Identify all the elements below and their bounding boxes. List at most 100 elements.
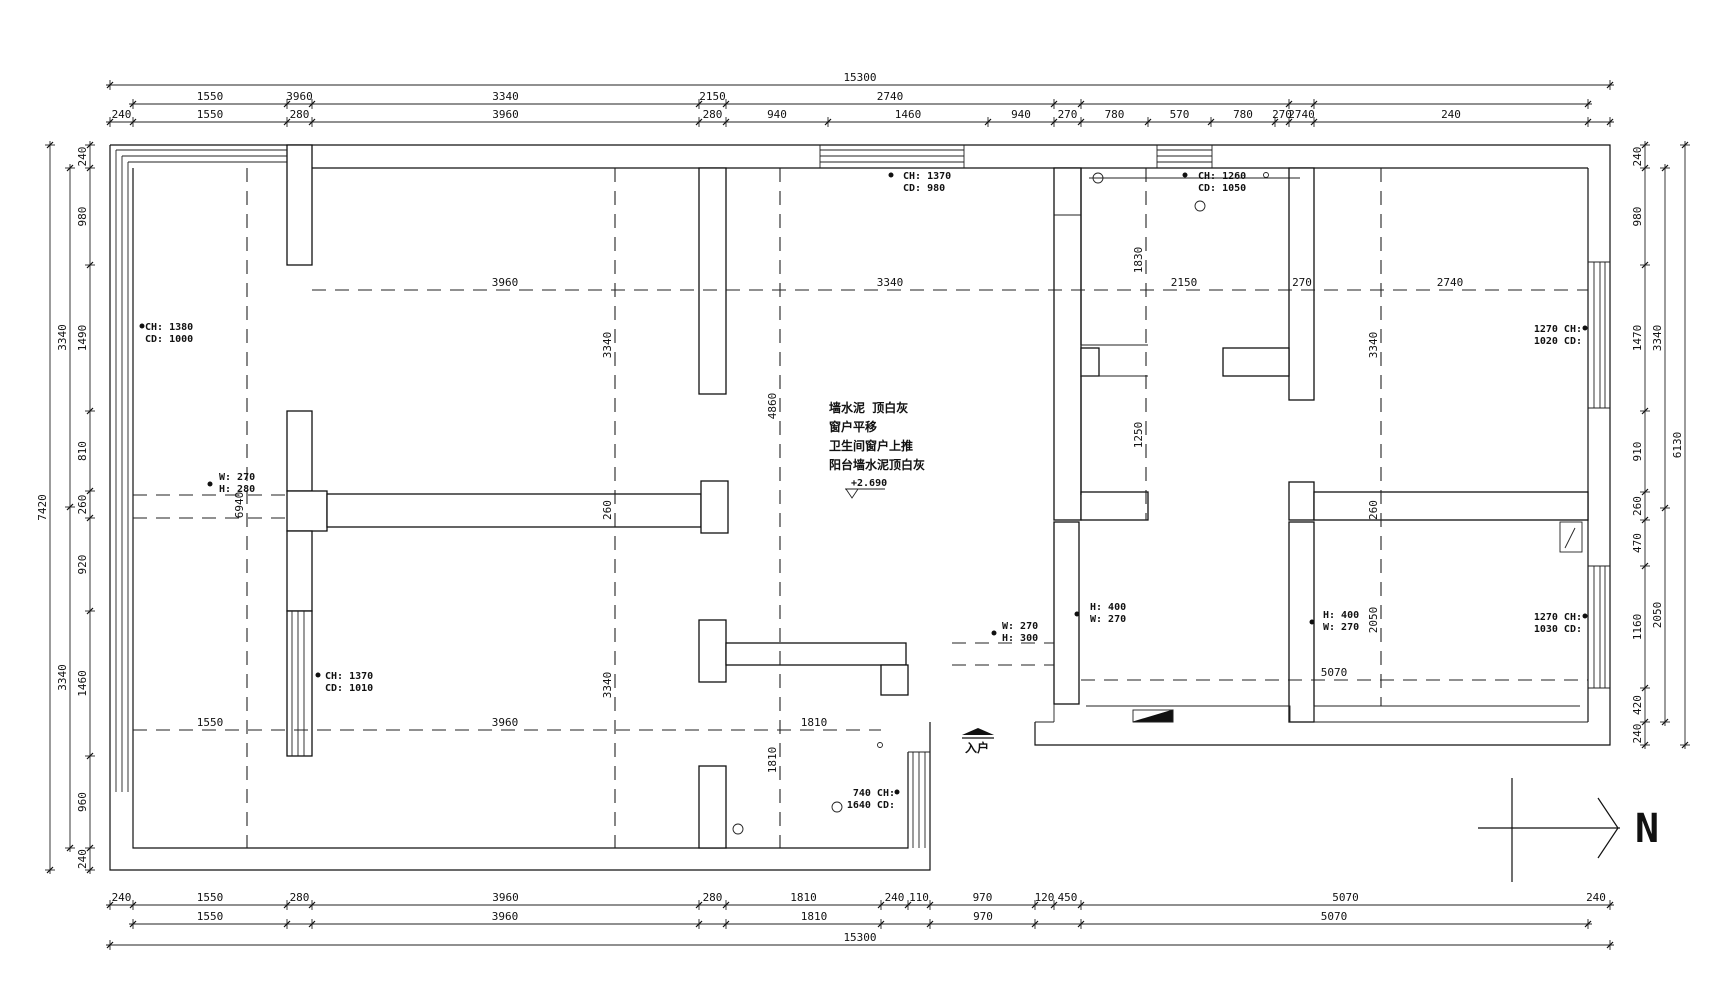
bottom-detail-dim: 240	[112, 891, 132, 904]
note-line: 窗户平移	[829, 419, 877, 434]
top-detail-dim: 270	[1272, 108, 1292, 121]
left-detail-dim: 960	[76, 792, 89, 812]
window-height-label: CH: 1380	[145, 322, 193, 333]
interior-dim: 6940	[233, 492, 246, 519]
bottom-span-dim: 970	[973, 910, 993, 923]
left-detail-dim: 260	[76, 495, 89, 515]
bottom-detail-dim: 280	[703, 891, 723, 904]
window-height-label: 1270 CH:	[1534, 612, 1582, 623]
top-detail-dim: 780	[1105, 108, 1125, 121]
left-detail-dim: 810	[76, 441, 89, 461]
top-span-dim: 2150	[699, 90, 726, 103]
window-depth-label: 1020 CD:	[1534, 336, 1582, 347]
window-height-label: 740 CH:	[853, 788, 895, 799]
interior-dim: 4860	[766, 393, 779, 420]
top-detail-dim: 240	[112, 108, 132, 121]
bottom-span-dim: 1810	[801, 910, 828, 923]
bottom-detail-dim: 970	[973, 891, 993, 904]
door-size-label: H: 400	[1090, 602, 1126, 613]
bottom-detail-dim: 240	[1586, 891, 1606, 904]
window-depth-label: CD: 1050	[1198, 183, 1246, 194]
bottom-detail-dim: 1550	[197, 891, 224, 904]
note-line: 卫生间窗户上推	[829, 438, 913, 453]
top-detail-dim: 1550	[197, 108, 224, 121]
left-detail-dim: 980	[76, 207, 89, 227]
right-total-dim: 6130	[1671, 432, 1684, 459]
door-size-label: W: 270	[1323, 622, 1359, 633]
interior-dim: 2150	[1171, 276, 1198, 289]
interior-dim: 2050	[1367, 607, 1380, 634]
window-height-label: CH: 1370	[325, 671, 373, 682]
right-span-dim: 3340	[1651, 325, 1664, 352]
door-size-label: H: 280	[219, 484, 255, 495]
top-span-dim: 1550	[197, 90, 224, 103]
door-size-label: H: 300	[1002, 633, 1038, 644]
interior-dim: 1550	[197, 716, 224, 729]
door-size-label: W: 270	[1002, 621, 1038, 632]
bottom-span-dim: 5070	[1321, 910, 1348, 923]
left-total-dim: 7420	[36, 494, 49, 521]
window-depth-label: CD: 980	[903, 183, 945, 194]
right-span-dim: 2050	[1651, 602, 1664, 629]
interior-dim: 1810	[766, 747, 779, 774]
interior-dim: 3960	[492, 716, 519, 729]
bottom-detail-dim: 120	[1035, 891, 1055, 904]
window-depth-label: CD: 1010	[325, 683, 373, 694]
interior-dim: 3340	[601, 332, 614, 359]
interior-dim: 3340	[601, 672, 614, 699]
north-label: N	[1635, 806, 1659, 852]
left-detail-dim: 1490	[76, 325, 89, 352]
window-height-label: 1270 CH:	[1534, 324, 1582, 335]
left-detail-dim: 920	[76, 555, 89, 575]
top-total-dim: 15300	[843, 71, 876, 84]
top-detail-dim: 280	[290, 108, 310, 121]
top-detail-dim: 2740	[1288, 108, 1315, 121]
interior-dim: 1830	[1132, 247, 1145, 274]
left-detail-dim: 1460	[76, 670, 89, 697]
interior-dim: 3340	[1367, 332, 1380, 359]
top-detail-dim: 270	[1058, 108, 1078, 121]
interior-dim: 1250	[1132, 422, 1145, 449]
door-size-label: W: 270	[1090, 614, 1126, 625]
right-detail-dim: 1470	[1631, 325, 1644, 352]
window-depth-label: 1030 CD:	[1534, 624, 1582, 635]
left-span-dim: 3340	[56, 664, 69, 691]
fixtures	[732, 172, 1583, 835]
wall-thickness-dim: 260	[601, 500, 614, 520]
window-height-label: CH: 1370	[903, 171, 951, 182]
top-detail-dim: 570	[1170, 108, 1190, 121]
outer-walls	[109, 144, 1611, 871]
interior-dim: 5070	[1321, 666, 1348, 679]
top-span-dim: 2740	[877, 90, 904, 103]
bottom-detail-dim: 110	[909, 891, 929, 904]
door-size-label: W: 270	[219, 472, 255, 483]
north-arrow: N	[1478, 778, 1659, 882]
top-span-dim: 3960	[286, 90, 313, 103]
interior-dim: 2740	[1437, 276, 1464, 289]
right-detail-dim: 420	[1631, 695, 1644, 715]
left-detail-dim: 240	[76, 849, 89, 869]
top-detail-dim: 280	[703, 108, 723, 121]
top-detail-dim: 940	[767, 108, 787, 121]
axis-dashes	[133, 168, 1588, 848]
right-detail-dim: 1160	[1631, 614, 1644, 641]
level-triangle	[845, 488, 885, 499]
right-detail-dim: 980	[1631, 207, 1644, 227]
note-line: 阳台墙水泥顶白灰	[829, 457, 925, 472]
right-detail-dim: 240	[1631, 724, 1644, 744]
bottom-detail-dim: 240	[885, 891, 905, 904]
bottom-detail-dim: 1810	[790, 891, 817, 904]
bottom-detail-dim: 280	[290, 891, 310, 904]
bottom-detail-dim: 5070	[1332, 891, 1359, 904]
bottom-span-dim: 1550	[197, 910, 224, 923]
interior-dim: 3960	[492, 276, 519, 289]
window-depth-label: 1640 CD:	[847, 800, 895, 811]
interior-dim: 1810	[801, 716, 828, 729]
bottom-span-dim: 3960	[492, 910, 519, 923]
interior-dim: 3340	[877, 276, 904, 289]
left-span-dim: 3340	[56, 324, 69, 351]
interior-dim: 270	[1292, 276, 1312, 289]
door-size-label: H: 400	[1323, 610, 1359, 621]
entrance-label: 入户	[965, 740, 989, 755]
top-span-dim: 3340	[492, 90, 519, 103]
